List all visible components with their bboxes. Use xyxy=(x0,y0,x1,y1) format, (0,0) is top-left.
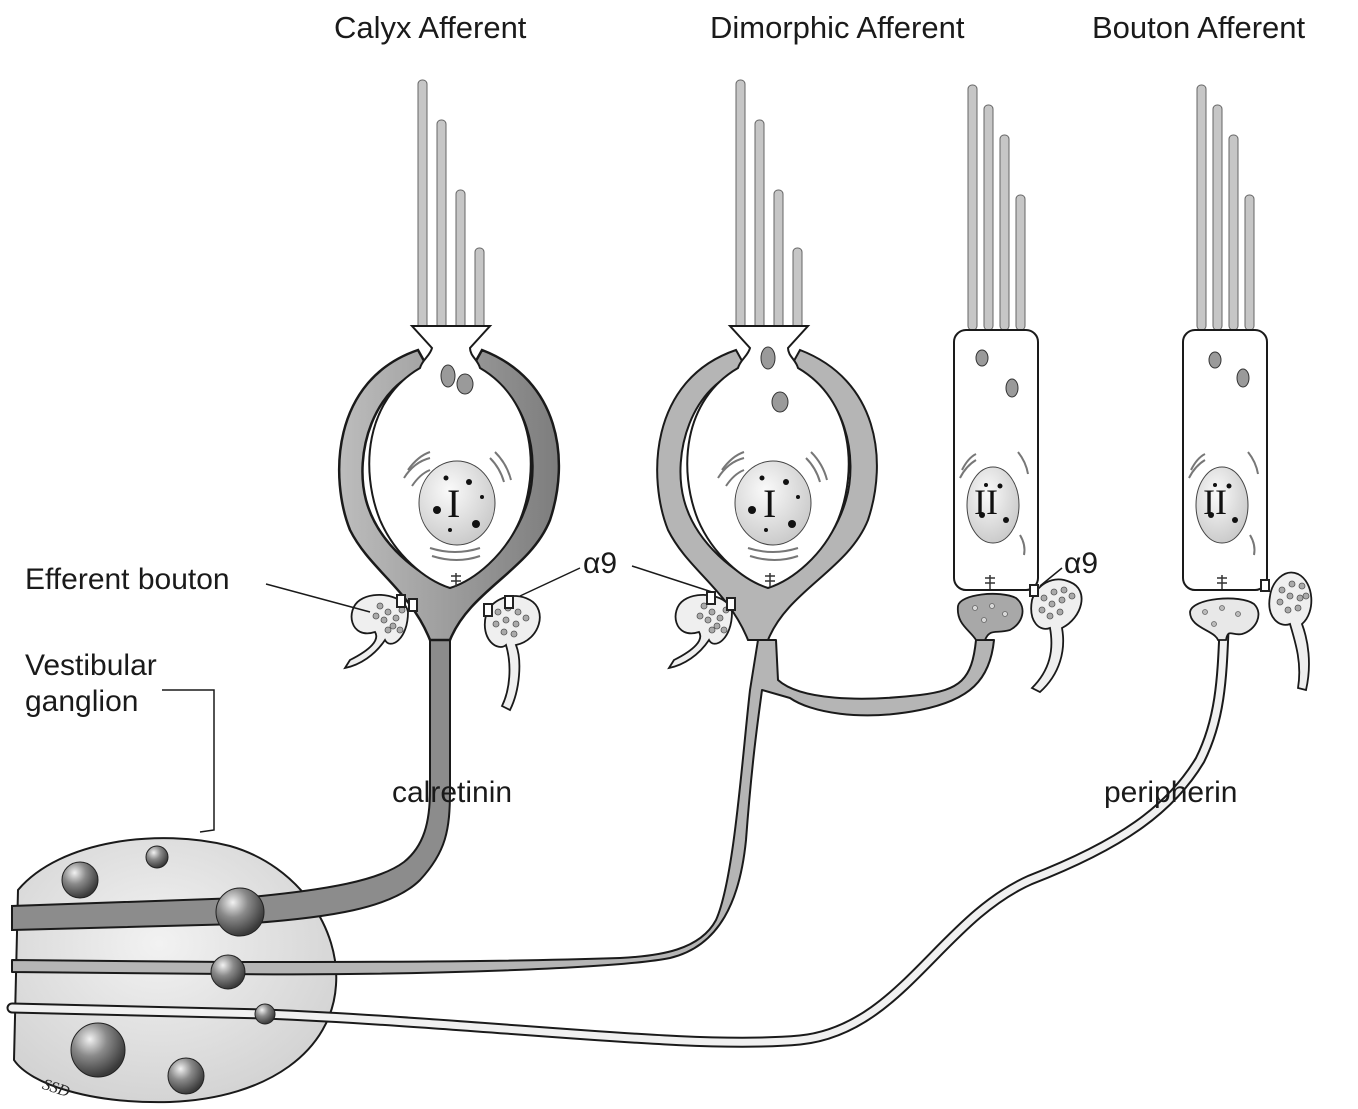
label-alpha9-right: α9 xyxy=(1064,549,1098,579)
label-calretinin: calretinin xyxy=(392,778,512,808)
efferent-bouton-bouton-afferent xyxy=(1261,573,1311,690)
calyx-ganglion-cell xyxy=(216,888,264,936)
efferent-bouton-dimorphic-type2 xyxy=(1030,579,1082,692)
label-vestibular: Vestibular xyxy=(25,651,157,681)
label-efferent-bouton: Efferent bouton xyxy=(25,565,230,595)
dimorphic-ganglion-cell xyxy=(211,955,245,989)
efferent-bouton-calyx-right xyxy=(484,596,540,710)
ganglion-cell-body xyxy=(146,846,168,868)
bouton-stereocilia xyxy=(1197,85,1254,330)
bouton-ganglion-cell xyxy=(255,1004,275,1024)
label-alpha9-left: α9 xyxy=(583,549,617,579)
ganglion-cell-body xyxy=(71,1023,125,1077)
calyx-stereocilia xyxy=(418,80,484,335)
efferent-bouton-dimorphic-calyx xyxy=(669,592,735,668)
label-peripherin: peripherin xyxy=(1104,778,1237,808)
title-dimorphic-afferent: Dimorphic Afferent xyxy=(710,12,964,43)
bouton-ending xyxy=(1190,598,1258,640)
ganglion-cell-body xyxy=(168,1058,204,1094)
title-calyx-afferent: Calyx Afferent xyxy=(334,12,526,43)
ganglion-cell-body xyxy=(62,862,98,898)
dimorphic-bouton-ending xyxy=(958,594,1023,640)
dimorphic-type1-stereocilia xyxy=(736,80,802,335)
title-bouton-afferent: Bouton Afferent xyxy=(1092,12,1305,43)
label-ganglion: ganglion xyxy=(25,687,138,717)
cell-type-label-calyx: I xyxy=(447,484,460,524)
dimorphic-type2-stereocilia xyxy=(968,85,1025,330)
cell-type-label-bouton: II xyxy=(1203,484,1227,520)
efferent-bouton-calyx-left xyxy=(345,595,417,668)
cell-type-label-dimorphic-type2: II xyxy=(974,484,998,520)
cell-type-label-dimorphic-type1: I xyxy=(763,484,776,524)
